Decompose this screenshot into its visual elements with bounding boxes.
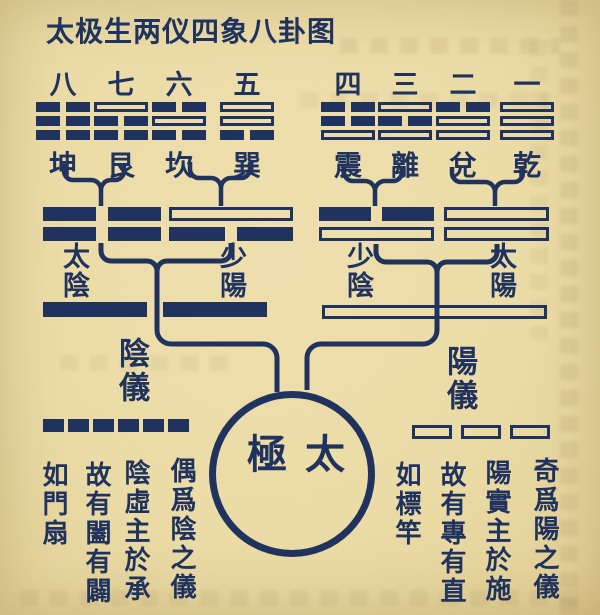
yang-line — [220, 102, 274, 112]
dash-mark — [168, 419, 189, 432]
yang-line — [436, 116, 490, 126]
trigram-number: 八 — [49, 70, 77, 101]
yin-form-label: 陰儀 — [113, 337, 149, 405]
annotation-yin-3: 故有闔有闢 — [81, 461, 111, 606]
trigram-number: 三 — [391, 70, 419, 101]
trigram-column-dui: 二 兌 — [435, 72, 491, 184]
trigram-number: 五 — [233, 70, 261, 101]
digram-figure-shaoyang — [169, 207, 293, 247]
yang-line — [378, 102, 432, 112]
trigram-name: 乾 — [512, 149, 541, 182]
dash-mark — [461, 425, 501, 439]
annotation-yang-4: 如標竿 — [391, 461, 421, 548]
yang-line — [436, 130, 490, 140]
digram-figure-taiyin — [43, 207, 161, 247]
trigram-column-kun: 八 坤 — [35, 72, 91, 184]
trigram-column-zhen: 四 震 — [320, 72, 376, 184]
odd-yang-dashes — [412, 425, 550, 439]
trigram-column-kan: 六 坎 — [151, 72, 207, 184]
yin-line — [169, 227, 293, 241]
trigram-name: 離 — [390, 149, 419, 182]
yang-line — [500, 116, 554, 126]
trigram-number: 四 — [334, 70, 362, 101]
yin-line — [94, 116, 148, 126]
yin-line — [152, 102, 206, 112]
yin-line — [36, 130, 90, 140]
annotation-yin-2: 陰虛主於承 — [120, 459, 150, 604]
trigram-name: 兌 — [448, 149, 477, 182]
yang-line — [169, 207, 293, 221]
yin-line — [36, 102, 90, 112]
dash-mark — [43, 419, 64, 432]
yang-line — [500, 130, 554, 140]
yang-line — [444, 227, 549, 241]
trigram-figure-kan — [152, 102, 206, 140]
yang-form-line — [322, 305, 547, 319]
yang-line — [220, 116, 274, 126]
yang-line — [444, 207, 549, 221]
digram-label-shaoyin: 少陰 — [342, 242, 373, 300]
trigram-column-qian: 一 乾 — [499, 72, 555, 184]
yin-line — [321, 102, 375, 112]
annotation-yang-2: 陽實主於施 — [481, 459, 511, 604]
yin-form-line — [43, 302, 267, 317]
dash-mark — [93, 419, 114, 432]
digram-figure-shaoyin — [319, 207, 434, 247]
dash-mark — [412, 425, 452, 439]
trigram-column-gen: 七 艮 — [93, 72, 149, 184]
trigram-figure-dui — [436, 102, 490, 140]
trigram-name: 坤 — [48, 149, 77, 182]
trigram-number: 一 — [513, 70, 541, 101]
trigram-figure-kun — [36, 102, 90, 140]
yang-line — [321, 130, 375, 140]
taiji-label: 太極 — [240, 432, 345, 479]
trigram-figure-xun — [220, 102, 274, 140]
yang-line — [152, 116, 206, 126]
trigram-figure-gen — [94, 102, 148, 140]
taiji-circle: 太極 — [209, 391, 375, 557]
yang-line — [500, 102, 554, 112]
trigram-figure-zhen — [321, 102, 375, 140]
digram-label-shaoyang: 少陽 — [215, 242, 246, 300]
yin-line — [321, 116, 375, 126]
annotation-yang-1: 奇爲陽之儀 — [529, 457, 559, 602]
trigram-name: 艮 — [106, 149, 135, 182]
trigram-figure-qian — [500, 102, 554, 140]
yin-line — [43, 207, 161, 221]
dash-mark — [118, 419, 139, 432]
trigram-column-li: 三 離 — [377, 72, 433, 184]
trigram-figure-li — [378, 102, 432, 140]
trigram-number: 七 — [107, 70, 135, 101]
annotation-yin-4: 如門扇 — [38, 461, 68, 548]
yang-form-label: 陽儀 — [441, 345, 477, 413]
yin-line — [378, 116, 432, 126]
dash-mark — [143, 419, 164, 432]
yin-line — [94, 130, 148, 140]
yin-line — [36, 116, 90, 126]
yin-line — [319, 207, 434, 221]
yin-line — [152, 130, 206, 140]
digram-label-taiyang: 太陽 — [485, 242, 516, 300]
bleedthrough-texture — [340, 38, 560, 54]
digram-label-taiyin: 太陰 — [58, 242, 89, 300]
even-yin-dashes — [43, 419, 189, 432]
trigram-name: 震 — [333, 149, 362, 182]
trigram-number: 六 — [165, 70, 193, 101]
annotation-yin-1: 偶爲陰之儀 — [166, 457, 196, 602]
yang-line — [378, 130, 432, 140]
yin-line — [220, 130, 274, 140]
digram-figure-taiyang — [444, 207, 549, 247]
trigram-column-xun: 五 巽 — [219, 72, 275, 184]
trigram-name: 巽 — [232, 149, 261, 182]
yin-line — [436, 102, 490, 112]
dash-mark — [68, 419, 89, 432]
page-title: 太极生两仪四象八卦图 — [46, 15, 337, 48]
trigram-name: 坎 — [164, 149, 193, 182]
dash-mark — [510, 425, 550, 439]
yang-line — [319, 227, 434, 241]
annotation-yang-3: 故有專有直 — [436, 461, 466, 606]
trigram-number: 二 — [449, 70, 477, 101]
yin-line — [43, 227, 161, 241]
yang-line — [94, 102, 148, 112]
